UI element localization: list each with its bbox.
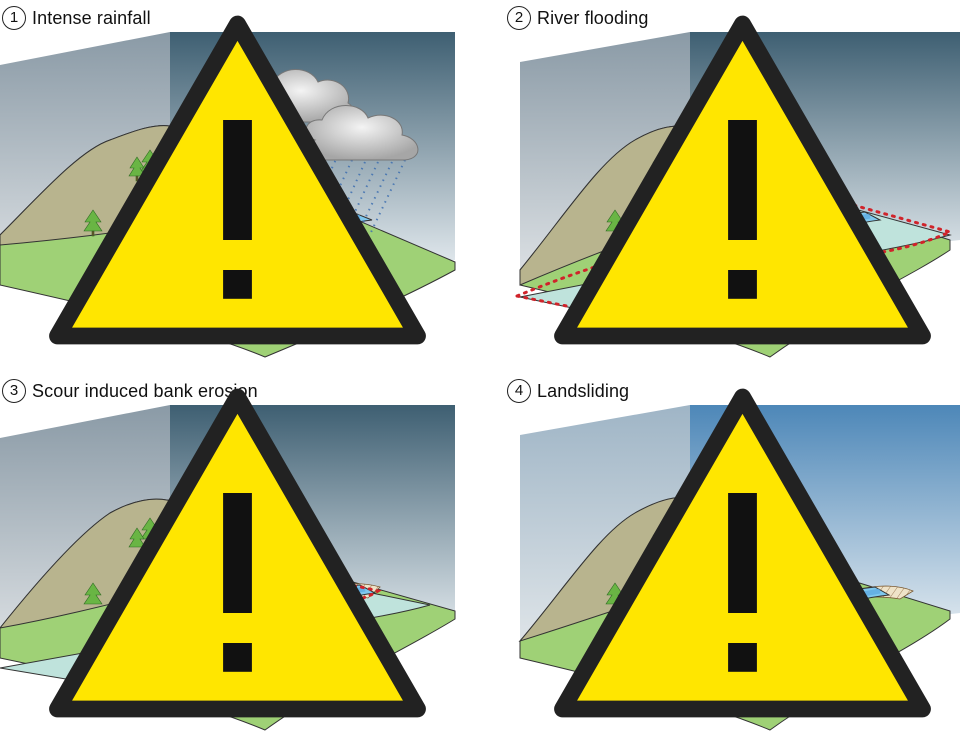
panel-title: River flooding — [537, 7, 649, 28]
step-number: 1 — [2, 6, 26, 30]
step-number: 3 — [2, 379, 26, 403]
panel-header: 2 River flooding — [505, 0, 931, 345]
panel-title: Intense rainfall — [32, 7, 151, 28]
panel-title: Landsliding — [537, 380, 630, 401]
warning-icon — [554, 15, 931, 345]
warning-icon — [49, 15, 426, 345]
warning-icon — [49, 388, 426, 718]
panel-scour-bank-erosion: 3 Scour induced bank erosion — [0, 373, 456, 733]
panel-header: 1 Intense rainfall — [0, 0, 426, 345]
warning-icon — [554, 388, 931, 718]
panel-intense-rainfall: 1 Intense rainfall — [0, 0, 456, 360]
panel-river-flooding: 2 River flooding — [505, 0, 960, 360]
step-number: 4 — [507, 379, 531, 403]
step-number: 2 — [507, 6, 531, 30]
panel-title: Scour induced bank erosion — [32, 380, 258, 401]
panel-header: 3 Scour induced bank erosion — [0, 373, 426, 718]
panel-header: 4 Landsliding — [505, 373, 931, 718]
panel-landsliding: 4 Landsliding — [505, 373, 960, 733]
